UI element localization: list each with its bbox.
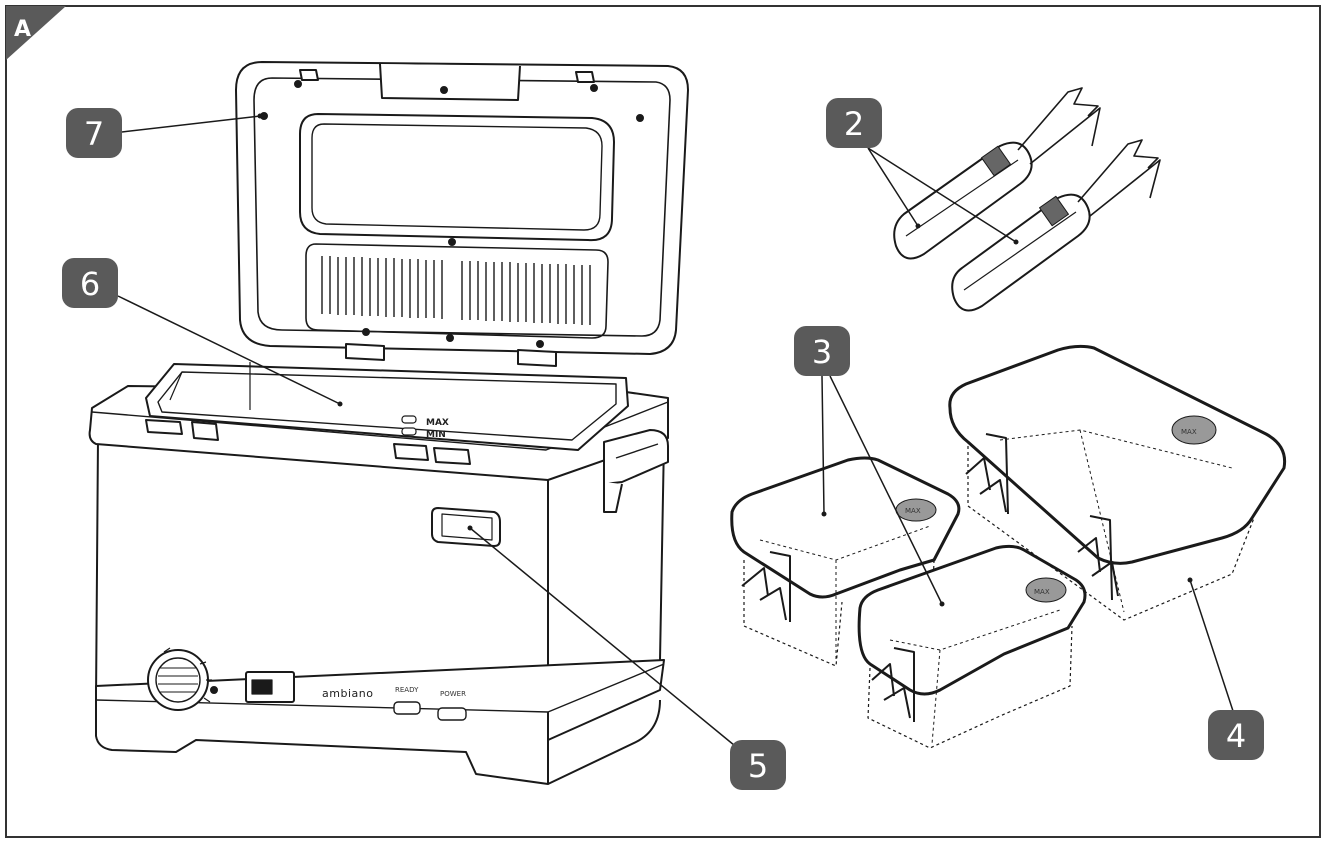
fill-mark-max: MAX (426, 418, 449, 428)
leader-6 (117, 295, 341, 405)
fryer-control-panel: ambiano READY POWER (147, 647, 467, 721)
callout-2-label: 2 (844, 105, 864, 143)
panel-tab (6, 6, 66, 60)
basket-handles (893, 87, 1161, 312)
power-label: POWER (440, 690, 466, 698)
callout-6: 6 (62, 258, 118, 308)
lid-vent-slots (321, 256, 591, 325)
callout-4-label: 4 (1226, 717, 1246, 755)
brand-logo: ambiano (322, 687, 373, 700)
small-basket-1: MAX (730, 456, 961, 667)
basket-handle-1 (893, 87, 1101, 260)
fryer: MAX MIN ambiano READY (88, 61, 689, 785)
leader-lines (117, 115, 1235, 751)
callout-5-label: 5 (748, 747, 768, 785)
fryer-lid (235, 61, 689, 367)
leader-5 (469, 527, 741, 751)
callout-2: 2 (826, 98, 882, 148)
ready-label: READY (395, 686, 419, 694)
callout-7: 7 (66, 108, 122, 158)
callout-5: 5 (730, 740, 786, 790)
basket-max-mark-3: MAX (1181, 428, 1197, 436)
basket-handle-2 (951, 139, 1161, 312)
callout-3-label: 3 (812, 333, 832, 371)
small-basket-2: MAX (857, 544, 1087, 749)
fill-mark-min: MIN (426, 430, 446, 440)
leader-dots (257, 113, 1193, 607)
large-basket: MAX (948, 344, 1287, 621)
small-baskets: MAX MAX (730, 456, 1087, 749)
callout-3: 3 (794, 326, 850, 376)
fryer-body: MAX MIN (88, 362, 669, 785)
callout-7-label: 7 (84, 115, 104, 153)
leader-4 (1189, 579, 1235, 715)
panel-label: A (14, 17, 31, 42)
max-mark-badge-3 (1171, 415, 1217, 445)
basket-max-mark: MAX (905, 507, 921, 515)
power-indicator (437, 707, 467, 721)
leader-2 (867, 147, 1017, 243)
leader-3 (821, 375, 943, 605)
callout-4: 4 (1208, 710, 1264, 760)
callout-6-label: 6 (80, 265, 100, 303)
ready-indicator (393, 701, 421, 715)
basket-max-mark-2: MAX (1034, 588, 1050, 596)
leader-7 (121, 115, 261, 133)
max-mark-badge-2 (1025, 577, 1067, 603)
